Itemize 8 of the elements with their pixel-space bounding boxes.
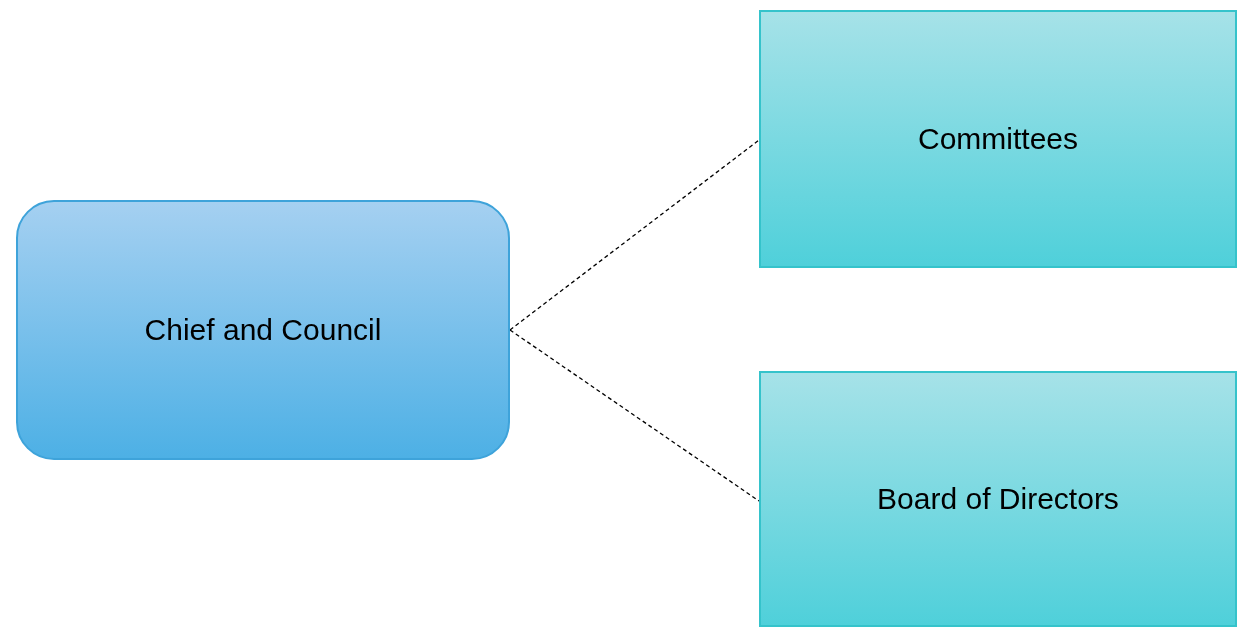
connector-line <box>509 139 760 331</box>
process-box <box>759 371 1237 627</box>
connector-line <box>509 329 760 502</box>
node-label: Committees <box>917 122 1078 156</box>
process-box <box>759 10 1237 268</box>
node-label: Chief and Council <box>144 313 382 347</box>
rounded-box <box>16 200 510 460</box>
node-label: Board of Directors <box>877 482 1119 516</box>
